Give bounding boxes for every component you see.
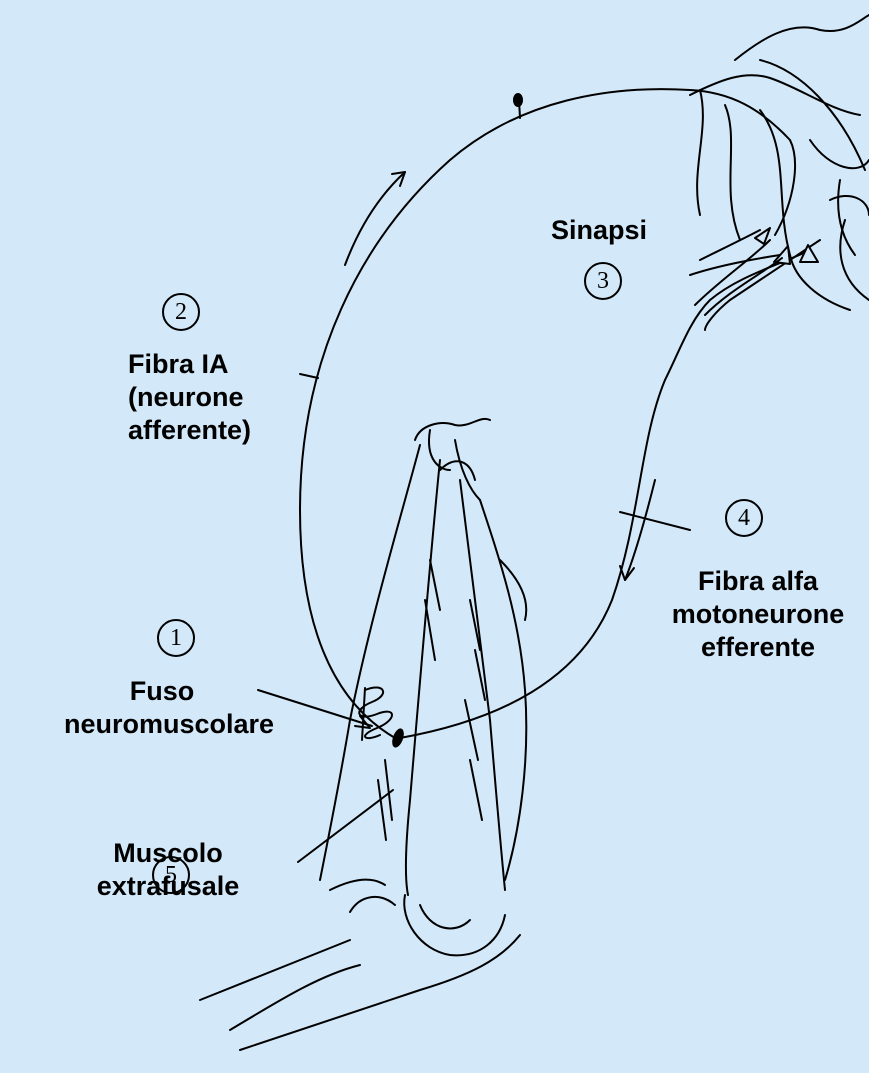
label-fibra-alfa: Fibra alfa motoneurone efferente <box>660 565 856 664</box>
label-fibra-ia-line-1: Fibra IA <box>128 348 251 381</box>
label-fibra-ia-line-3: afferente) <box>128 414 251 447</box>
label-fuso-line-2: neuromuscolare <box>64 708 260 741</box>
label-fibra-alfa-line-2: motoneurone <box>660 598 856 631</box>
synapse-arrowheads <box>695 228 818 315</box>
efferent-fiber-alfa <box>390 240 820 749</box>
label-fibra-ia-line-2: (neurone <box>128 381 251 414</box>
label-fibra-alfa-line-1: Fibra alfa <box>660 565 856 598</box>
spinal-cord <box>690 15 869 310</box>
label-fuso: Fuso neuromuscolare <box>64 675 260 741</box>
circled-number-3: 3 <box>584 262 622 300</box>
ganglion-cell-body <box>513 93 523 107</box>
label-sinapsi: Sinapsi <box>551 214 647 247</box>
circled-number-4: 4 <box>725 499 763 537</box>
label-fibra-ia: Fibra IA (neurone afferente) <box>128 348 251 447</box>
circled-number-1: 1 <box>157 619 195 657</box>
circled-number-5: 5 <box>152 856 190 894</box>
circled-number-2: 2 <box>162 293 200 331</box>
label-fibra-alfa-line-3: efferente <box>660 631 856 664</box>
label-fuso-line-1: Fuso <box>64 675 260 708</box>
